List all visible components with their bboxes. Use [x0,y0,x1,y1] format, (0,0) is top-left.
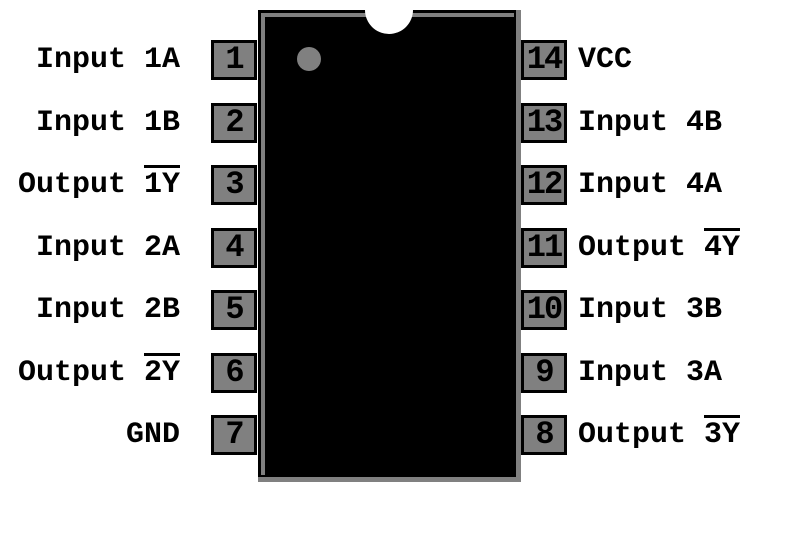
pin-row-6: Output 2Y 6 [0,352,257,393]
pin-number: 2 [225,103,244,141]
pin-box: 12 [521,165,567,205]
pin-box: 7 [211,415,257,455]
pin-box: 4 [211,227,257,268]
pin-number: 1 [225,41,244,78]
pin-label-overline: 3Y [704,415,741,452]
pin-label-text: Output [17,355,144,390]
pin-label-text: Input 4B [578,105,723,140]
pin-label-text: Output [578,418,705,452]
pin-number: 7 [225,416,244,453]
pin-number: 8 [535,416,554,453]
right-pin-column: 14 VCC 13 Input 4B 12 Input 4A 11 Output… [521,40,741,455]
pin-box: 5 [211,290,257,330]
pin-row-3: Output 1Y 3 [0,165,257,205]
pin-label-text: Output [17,168,144,202]
pin-label: Input 1A [36,45,180,75]
pin-number: 13 [526,103,563,141]
pin-number: 12 [526,166,563,203]
pin-label-text: Input 4A [578,168,723,202]
pin-label-text: VCC [578,43,633,77]
pin-label-overline: 1Y [143,165,180,202]
pin-box: 8 [521,415,567,455]
left-pin-column: Input 1A 1 Input 1B 2 Output 1Y 3 Input … [0,40,257,455]
pin-label: Input 2A [36,233,180,263]
pin-row-13: 13 Input 4B [521,102,740,143]
pin-box: 14 [521,40,567,80]
pin-label: Input 4A [578,170,722,200]
pin-box: 13 [521,102,567,143]
pin1-dot-icon [297,47,321,71]
pin-number: 3 [225,166,244,203]
pin-row-7: GND 7 [0,415,257,455]
pin-label-overline: 2Y [143,352,180,390]
pin-number: 11 [526,228,563,266]
pin-box: 11 [521,227,567,268]
pin-label-text: Input 2B [35,293,180,327]
pin-number: 9 [535,353,554,391]
pin-label-text: Input 3A [578,355,723,390]
pin-box: 2 [211,102,257,143]
pin-label-text: GND [125,418,180,452]
pin-box: 9 [521,352,567,393]
pin-label: Output 1Y [17,165,180,202]
pin-row-12: 12 Input 4A [521,165,740,205]
pin-row-10: 10 Input 3B [521,290,740,330]
pin-box: 6 [211,352,257,393]
pin-label-text: Input 2A [35,230,180,265]
pin-row-2: Input 1B 2 [0,102,257,143]
pin-label-text: Output [578,230,705,265]
pin-label-text: Input 3B [578,293,723,327]
pin-number: 6 [225,353,244,391]
pin-box: 1 [211,40,257,80]
pin-row-4: Input 2A 4 [0,227,257,268]
pin-label: GND [126,420,180,450]
pin-row-11: 11 Output 4Y [521,227,741,268]
pin-row-5: Input 2B 5 [0,290,257,330]
pin-label: Input 2B [36,295,180,325]
pin-row-9: 9 Input 3A [521,352,740,393]
pin-box: 10 [521,290,567,330]
pin-label-text: Input 1B [35,105,180,140]
pin-label: Output 4Y [578,227,741,265]
ic-body-highlight-edge [261,13,514,475]
pin-number: 4 [225,228,244,266]
pin-number: 14 [526,41,563,78]
pin-box: 3 [211,165,257,205]
pin-row-8: 8 Output 3Y [521,415,741,455]
pin-label: Input 4B [578,108,722,138]
pin-label-text: Input 1A [35,43,180,77]
pin-label: Input 1B [36,108,180,138]
pin-number: 10 [526,291,563,328]
pin-label: Input 3A [578,358,722,388]
pin-label-overline: 4Y [704,227,741,265]
pin-row-14: 14 VCC [521,40,740,80]
pin-label: Input 3B [578,295,722,325]
pin-number: 5 [225,291,244,328]
ic-body [258,10,521,482]
pin-label: Output 2Y [17,352,180,390]
pin-row-1: Input 1A 1 [0,40,257,80]
pin-label: VCC [578,45,632,75]
pin-label: Output 3Y [578,415,741,452]
